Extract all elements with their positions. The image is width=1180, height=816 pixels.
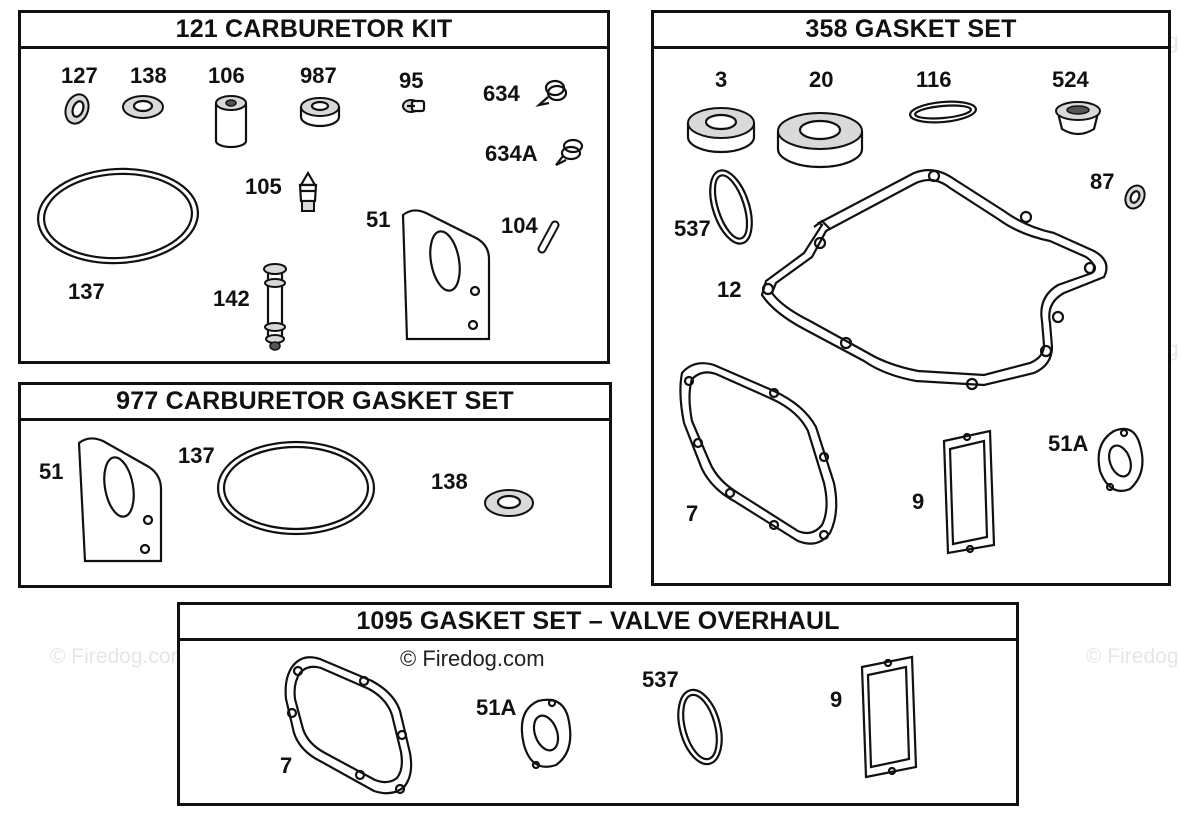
part-label-95: 95 [399, 68, 424, 93]
seal-3-icon [686, 107, 756, 154]
part-label-634a: 634A [485, 141, 538, 166]
panel-title: 977 CARBURETOR GASKET SET [21, 385, 609, 421]
part-label-537: 537 [642, 667, 679, 692]
breather-gasket-9-icon [860, 655, 918, 779]
spring-634-icon [535, 79, 568, 107]
part-label-138: 138 [130, 63, 167, 88]
part-label-20: 20 [809, 67, 834, 92]
part-label-51a: 51A [1048, 431, 1089, 456]
panel-977-carburetor-gasket-set: 977 CARBURETOR GASKET SET 51 137 138 [18, 382, 612, 588]
panel-title: 121 CARBURETOR KIT [21, 13, 607, 49]
part-label-137: 137 [68, 279, 105, 304]
gasket-51a-icon [1097, 427, 1144, 492]
bushing-987-icon [299, 97, 341, 128]
part-label-105: 105 [245, 174, 282, 199]
watermark: © Firedog.com [50, 645, 189, 668]
part-label-7: 7 [280, 753, 293, 778]
valve-overhaul-parts-drawing [284, 655, 918, 795]
panel-121-carburetor-kit: 121 CARBURETOR KIT 127 138 106 987 95 63… [18, 10, 610, 364]
carburetor-gasket-set-parts-drawing [77, 437, 534, 563]
head-gasket-7-icon [679, 362, 838, 545]
part-label-524: 524 [1052, 67, 1089, 92]
screw-95-icon [402, 99, 426, 113]
part-label-142: 142 [213, 286, 250, 311]
part-label-7: 7 [686, 501, 699, 526]
gasket-51-icon [401, 209, 491, 341]
gasket-51a-icon [520, 698, 572, 770]
watermark: © Firedog.com [1086, 645, 1180, 668]
part-label-9: 9 [830, 687, 843, 712]
watermark: © Firedog.com [400, 646, 545, 671]
panel-title: 358 GASKET SET [654, 13, 1168, 49]
part-label-127: 127 [61, 63, 98, 88]
tube-142-icon [263, 263, 287, 351]
o-ring-137-icon [216, 440, 376, 536]
o-ring-137-icon [36, 167, 200, 265]
part-label-87: 87 [1090, 169, 1115, 194]
part-label-634: 634 [483, 81, 520, 106]
part-label-51: 51 [366, 207, 391, 232]
panel-358-gasket-set: 358 GASKET SET 3 20 116 524 87 537 12 51… [651, 10, 1171, 586]
seal-20-icon [776, 112, 864, 169]
breather-gasket-9-icon [942, 429, 996, 555]
bushing-106-icon [214, 95, 248, 149]
o-ring-537-icon [677, 688, 723, 766]
part-label-116: 116 [916, 67, 952, 92]
crankcase-gasket-12-icon [760, 168, 1108, 391]
part-label-137: 137 [178, 443, 215, 468]
part-label-3: 3 [715, 67, 728, 92]
part-label-12: 12 [717, 277, 742, 302]
spring-634a-icon [555, 138, 584, 166]
part-label-106: 106 [208, 63, 245, 88]
part-label-104: 104 [501, 213, 538, 238]
part-label-9: 9 [912, 489, 925, 514]
seal-127-icon [64, 93, 90, 125]
o-ring-116-icon [909, 100, 977, 124]
part-label-537: 537 [674, 216, 711, 241]
needle-valve-105-icon [298, 170, 318, 212]
part-label-51a: 51A [476, 695, 517, 720]
o-ring-537-icon [709, 169, 753, 245]
plug-524-icon [1055, 101, 1101, 136]
part-label-987: 987 [300, 63, 337, 88]
washer-138-icon [484, 489, 534, 517]
panel-title: 1095 GASKET SET – VALVE OVERHAUL [180, 605, 1016, 641]
head-gasket-7-icon [284, 656, 413, 795]
gasket-51-icon [77, 437, 163, 563]
gasket-set-358-parts-drawing [679, 100, 1146, 555]
pin-104-icon [537, 220, 560, 254]
part-label-51: 51 [39, 459, 64, 484]
seal-87-icon [1124, 184, 1146, 210]
carburetor-kit-parts-drawing [36, 79, 584, 351]
washer-138-icon [122, 95, 164, 119]
part-label-138: 138 [431, 469, 468, 494]
panel-1095-gasket-set-valve-overhaul: 1095 GASKET SET – VALVE OVERHAUL © Fired… [177, 602, 1019, 806]
